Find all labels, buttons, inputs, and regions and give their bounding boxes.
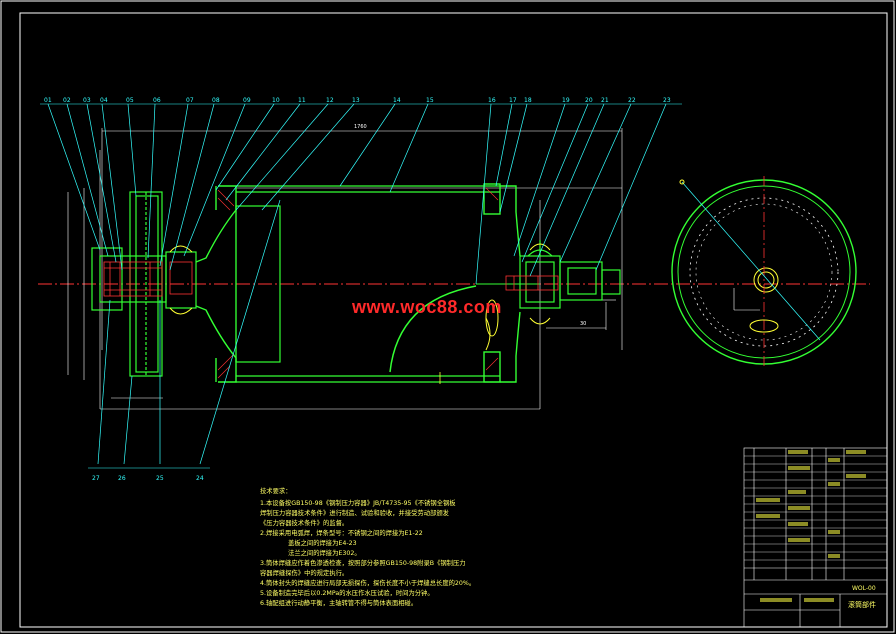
dimension-lines — [67, 128, 623, 410]
svg-text:30: 30 — [580, 321, 586, 327]
requirement-line: 5.设备制造完毕后以0.2MPa的水压作水压试验，时间为分钟。 — [260, 590, 434, 597]
end-plate-hatching — [217, 187, 499, 379]
svg-text:13: 13 — [352, 97, 360, 104]
svg-text:17: 17 — [509, 97, 517, 104]
requirement-line: 6.轴配组进行动静平衡，主轴转管不得与筒体表面相碰。 — [260, 600, 418, 607]
svg-text:06: 06 — [153, 97, 161, 104]
svg-text:15: 15 — [426, 97, 434, 104]
title-block-fills — [756, 450, 866, 602]
requirement-line: 3.筒体焊缝应作着色渗透检查，按照部分参照GB150-98附录B《钢制压力 — [260, 560, 466, 567]
requirement-line: 《压力容器技术条件》的监督。 — [260, 520, 349, 527]
svg-text:14: 14 — [393, 97, 401, 104]
requirement-line: 法兰之间的焊接为E302。 — [260, 550, 361, 557]
title-block — [743, 447, 888, 628]
part-numbers-top: 01 02 03 04 05 06 07 08 09 10 11 12 13 14 15 16 17 18… — [44, 97, 671, 104]
leader-lines-top — [40, 103, 682, 285]
svg-text:11: 11 — [298, 97, 306, 104]
svg-text:07: 07 — [186, 97, 194, 104]
svg-text:20: 20 — [585, 97, 593, 104]
svg-text:21: 21 — [601, 97, 609, 104]
right-bolts — [485, 243, 551, 351]
technical-requirements-heading: 技术要求： — [260, 488, 292, 495]
drawing-name: 滚筒部件 — [848, 601, 876, 609]
requirement-line: 焊制压力容器技术条件》进行制造、试验和验收，并接受劳动部颁发 — [260, 510, 449, 517]
svg-text:02: 02 — [63, 97, 71, 104]
svg-text:19: 19 — [562, 97, 570, 104]
side-view — [671, 176, 857, 368]
svg-text:1760: 1760 — [354, 124, 367, 130]
drum-shell — [235, 185, 500, 383]
svg-text:27: 27 — [92, 475, 100, 482]
requirement-line: 4.筒体封头的焊缝应进行局部无损探伤，探伤长度不小于焊缝总长度的20%。 — [260, 580, 476, 587]
svg-text:18: 18 — [524, 97, 532, 104]
right-shaft — [519, 240, 621, 309]
svg-text:04: 04 — [100, 97, 108, 104]
svg-text:16: 16 — [488, 97, 496, 104]
svg-text:05: 05 — [126, 97, 134, 104]
svg-text:24: 24 — [196, 475, 204, 482]
title-block-rows — [744, 455, 887, 561]
leader-lines-bottom — [88, 199, 281, 469]
part-numbers-bottom: 27 26 25 24 — [92, 475, 204, 482]
requirement-line: 容器焊缝探伤》中的规定执行。 — [260, 570, 349, 577]
svg-text:25: 25 — [156, 475, 164, 482]
svg-text:03: 03 — [83, 97, 91, 104]
left-hub-section — [103, 261, 193, 297]
inner-pipe — [389, 285, 477, 373]
seal-disc — [485, 299, 499, 337]
svg-text:23: 23 — [663, 97, 671, 104]
right-end-plate — [483, 183, 521, 383]
requirement-line: 盖板之间的焊接为E4-23 — [260, 540, 357, 547]
svg-text:12: 12 — [326, 97, 334, 104]
svg-text:10: 10 — [272, 97, 280, 104]
dimension-texts: 1760 30 — [354, 124, 586, 327]
technical-requirements-body: 1.本设备按GB150-98《钢制压力容器》JB/T4735-95《不锈钢全钢板… — [260, 499, 590, 609]
watermark: www.woc88.com — [352, 297, 502, 317]
requirement-line: 1.本设备按GB150-98《钢制压力容器》JB/T4735-95《不锈钢全钢板 — [260, 500, 456, 507]
svg-text:22: 22 — [628, 97, 636, 104]
svg-text:08: 08 — [212, 97, 220, 104]
drawing-code: WOL-00 — [852, 585, 876, 592]
right-shaft-section — [505, 275, 559, 291]
drawing-border-inner — [19, 12, 888, 628]
left-hub-bolts — [169, 245, 193, 315]
requirement-line: 2.焊接采用电弧焊，焊条型号：不锈钢之间的焊接为E1-22 — [260, 530, 423, 537]
svg-text:26: 26 — [118, 475, 126, 482]
svg-text:01: 01 — [44, 97, 52, 104]
svg-text:09: 09 — [243, 97, 251, 104]
